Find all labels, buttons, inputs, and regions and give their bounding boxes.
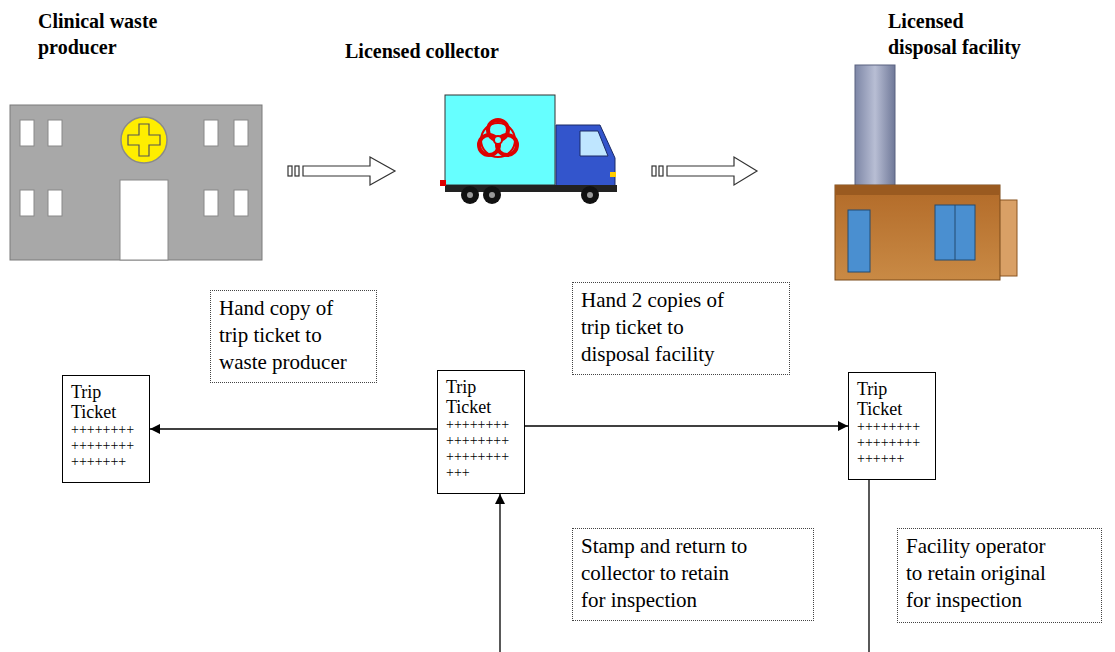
hospital-wall	[10, 105, 262, 260]
door	[935, 205, 975, 260]
building	[835, 185, 1000, 280]
window	[48, 120, 62, 146]
flow-arrow	[652, 157, 757, 185]
headlight	[610, 172, 616, 177]
node-text: Trip Ticket	[446, 377, 516, 417]
node-text: Hand 2 copies of trip ticket to disposal…	[581, 287, 741, 368]
incinerator-icon	[835, 65, 1017, 280]
arrow-tail	[295, 166, 299, 176]
truck-container	[445, 95, 555, 185]
trip-ticket: Trip Ticket++++++++ ++++++++ ++++++	[848, 372, 936, 480]
truck-icon	[440, 95, 617, 204]
window	[204, 190, 218, 216]
window	[20, 190, 34, 216]
trip-ticket: Trip Ticket++++++++ ++++++++ +++++++	[62, 375, 150, 483]
ticket-lines: ++++++++ ++++++++ +++++++	[71, 422, 141, 470]
door	[848, 210, 870, 272]
biohazard-core	[494, 136, 502, 144]
tail-light	[440, 180, 446, 186]
trip-ticket: Trip Ticket++++++++ ++++++++ ++++++++ ++…	[437, 370, 525, 494]
flow-connector	[525, 425, 848, 426]
flow-arrow	[288, 157, 395, 185]
hub	[467, 192, 473, 198]
arrow-tail	[659, 166, 663, 176]
flow-connector	[150, 428, 437, 429]
wheel	[461, 186, 479, 204]
hub	[587, 192, 593, 198]
hospital-icon	[10, 105, 262, 260]
window	[234, 120, 248, 146]
chimney	[855, 65, 895, 195]
note-box: Hand copy of trip ticket to waste produc…	[210, 290, 377, 383]
flow-connector	[500, 480, 869, 652]
door	[120, 180, 168, 260]
node-text: Hand copy of trip ticket to waste produc…	[219, 295, 357, 376]
cross	[128, 124, 160, 156]
note-box: Hand 2 copies of trip ticket to disposal…	[572, 282, 790, 375]
cross-badge	[121, 117, 167, 163]
window	[234, 190, 248, 216]
cab-window	[580, 131, 608, 156]
ticket-lines: ++++++++ ++++++++ ++++++	[857, 419, 927, 467]
note-box: Facility operator to retain original for…	[897, 528, 1102, 623]
roof-band	[835, 185, 1000, 195]
window	[48, 190, 62, 216]
heading-label: Clinical waste producer	[38, 8, 188, 60]
note-box: Stamp and return to collector to retain …	[572, 528, 814, 621]
arrow-tail	[652, 166, 656, 176]
wheel	[483, 186, 501, 204]
heading-label: Licensed collector	[345, 38, 545, 64]
window	[20, 120, 34, 146]
hollow-arrow	[303, 157, 395, 185]
arrow-tail	[288, 166, 292, 176]
window	[204, 120, 218, 146]
hollow-arrow	[667, 157, 757, 185]
hub	[489, 192, 495, 198]
heading-label: Licensed disposal facility	[888, 8, 1030, 60]
ticket-lines: ++++++++ ++++++++ ++++++++ +++	[446, 417, 516, 481]
wheel	[581, 186, 599, 204]
truck-cab	[556, 125, 615, 190]
node-text: Trip Ticket	[71, 382, 141, 422]
node-text: Stamp and return to collector to retain …	[581, 533, 753, 614]
door-seam	[955, 205, 956, 260]
node-text: Trip Ticket	[857, 379, 927, 419]
node-text: Facility operator to retain original for…	[906, 533, 1056, 614]
